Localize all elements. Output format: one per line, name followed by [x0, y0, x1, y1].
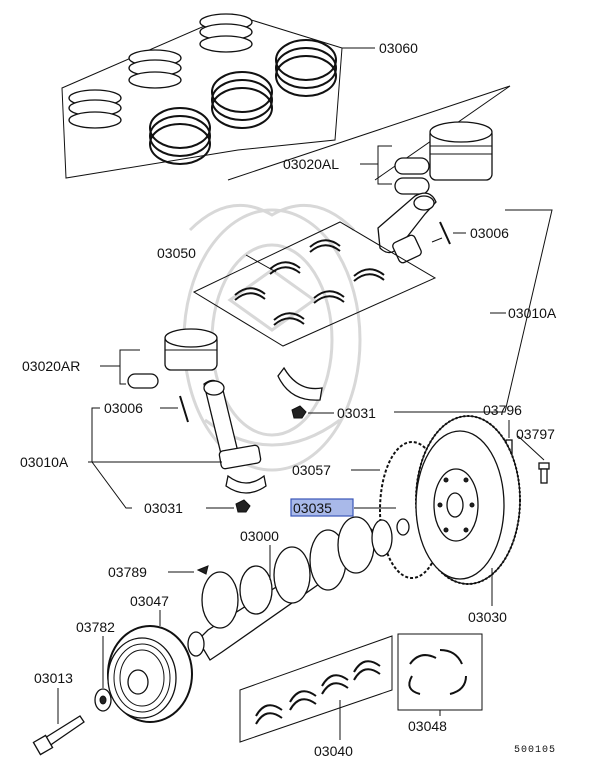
piston-left-group[interactable]	[227, 85, 511, 195]
crankshaft[interactable]	[187, 516, 393, 661]
label-washer[interactable]: 03782	[76, 619, 115, 635]
flywheel[interactable]	[415, 415, 521, 606]
label-piston-left[interactable]: 03020AL	[283, 156, 339, 172]
thrust-bearings-group[interactable]	[397, 633, 483, 716]
label-rod-bearings[interactable]: 03050	[157, 245, 196, 261]
connecting-rod-upper[interactable]	[377, 192, 553, 413]
piston-rings-group[interactable]	[61, 13, 375, 179]
label-flywheel[interactable]: 03030	[468, 609, 507, 625]
label-bolt-03013[interactable]: 03013	[34, 670, 73, 686]
label-rings[interactable]: 03060	[379, 40, 418, 56]
label-pulley[interactable]: 03047	[130, 593, 169, 609]
rod-assy-left-bracket	[88, 407, 222, 509]
label-bolt-03797[interactable]: 03797	[516, 426, 555, 442]
label-rod-bolt-left[interactable]: 03006	[104, 400, 143, 416]
woodruff-key[interactable]	[168, 565, 209, 575]
label-piston-right[interactable]: 03020AR	[22, 358, 80, 374]
spacer-highlighted[interactable]	[290, 498, 410, 536]
label-spacer[interactable]: 03035	[293, 500, 332, 516]
crank-pulley[interactable]	[107, 610, 193, 723]
main-bearings-group[interactable]	[239, 635, 393, 743]
label-rod-assy-right[interactable]: 03010A	[508, 305, 557, 321]
rod-cap-upper[interactable]	[277, 366, 334, 419]
crank-bolt[interactable]	[32, 688, 85, 756]
rod-bearings-group[interactable]	[192, 221, 437, 347]
label-rod-bolt-top[interactable]: 03006	[470, 225, 509, 241]
label-crankshaft[interactable]: 03000	[240, 528, 279, 544]
piston-right-group[interactable]	[100, 328, 218, 389]
rod-cap-left[interactable]	[206, 474, 267, 513]
diagram-reference-code: 500105	[514, 745, 556, 756]
label-thrust-bearings[interactable]: 03048	[408, 718, 447, 734]
label-rod-nut-left[interactable]: 03031	[144, 500, 183, 516]
label-key[interactable]: 03789	[108, 564, 147, 580]
label-plate[interactable]: 03057	[292, 462, 331, 478]
washer[interactable]	[94, 636, 112, 712]
label-rod-assy-left[interactable]: 03010A	[20, 454, 69, 470]
label-main-bearings[interactable]: 03040	[314, 743, 353, 759]
connecting-rod-left[interactable]	[160, 379, 262, 470]
watermark-logo	[182, 203, 362, 472]
label-bolt-03796[interactable]: 03796	[483, 402, 522, 418]
label-rod-nut-top[interactable]: 03031	[337, 405, 376, 421]
